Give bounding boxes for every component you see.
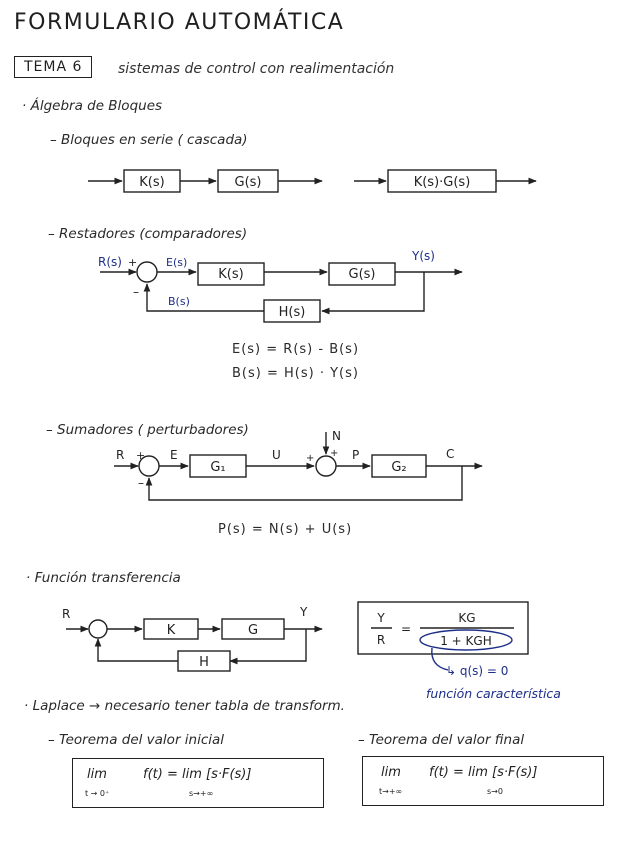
characteristic-label: función característica (426, 686, 561, 701)
sumador-diagram (114, 432, 483, 501)
initial-sub-t: t → 0⁺ (85, 789, 110, 798)
initial-sub-s: s→+∞ (189, 789, 214, 798)
final-value-box: lim f(t) = lim [s·F(s)] t→+∞ s→0 (362, 756, 604, 806)
transfer-formula-box (357, 601, 529, 655)
sumador-disturbance-label: N (332, 429, 341, 443)
restador-plus: + (128, 256, 137, 269)
formula-lhs-den: R (377, 633, 385, 647)
page-title: FORMULARIO AUTOMÁTICA (14, 10, 345, 35)
initial-lim: lim (87, 767, 107, 782)
restador-block-g (328, 262, 396, 286)
heading-transferencia: · Función transferencia (26, 570, 181, 586)
sumador-junction-2 (315, 455, 337, 477)
serie-label-k: K(s) (139, 175, 164, 190)
restador-equation-2: B(s) = H(s) · Y(s) (232, 366, 359, 381)
tema-description: sistemas de control con realimentación (118, 61, 395, 77)
sumador-output-label: C (446, 447, 454, 461)
transfer-output-label: Y (299, 605, 308, 619)
formula-equals: = (401, 622, 411, 636)
restador-label-h: H(s) (279, 305, 306, 320)
final-sub-s: s→0 (487, 787, 503, 796)
heading-serie: – Bloques en serie ( cascada) (50, 132, 248, 148)
transfer-label-k: K (167, 623, 176, 638)
heading-valor-inicial: – Teorema del valor inicial (48, 732, 225, 748)
restador-feedback-signal: B(s) (168, 295, 190, 308)
sumador-input-label: R (116, 448, 124, 462)
transfer-junction (88, 619, 108, 639)
restador-diagram (100, 261, 463, 323)
restador-label-g: G(s) (349, 267, 376, 282)
heading-restadores: – Restadores (comparadores) (48, 226, 248, 242)
transfer-diagram (66, 618, 323, 672)
heading-algebra: · Álgebra de Bloques (22, 98, 163, 114)
heading-sumadores: – Sumadores ( perturbadores) (46, 422, 249, 438)
transfer-input-label: R (62, 607, 70, 621)
restador-output-label: Y(s) (411, 249, 435, 263)
restador-equation-1: E(s) = R(s) - B(s) (232, 342, 360, 357)
formula-rhs-num: KG (458, 611, 475, 625)
restador-label-k: K(s) (218, 267, 243, 282)
heading-laplace: · Laplace → necesario tener tabla de tra… (24, 698, 345, 714)
restador-minus: – (133, 285, 139, 299)
tema-label: TEMA 6 (14, 56, 93, 78)
sumador-plus-2: + (330, 448, 338, 459)
serie-label-combined: K(s)·G(s) (414, 175, 471, 190)
heading-valor-final: – Teorema del valor final (358, 732, 525, 748)
restador-summing-junction (136, 261, 158, 283)
sumador-minus-1: – (138, 476, 144, 490)
sumador-p-label: P (352, 448, 359, 462)
formula-rhs-den: 1 + KGH (440, 634, 492, 648)
sumador-u-label: U (272, 448, 281, 462)
final-lim: lim (381, 765, 401, 780)
sumador-equation: P(s) = N(s) + U(s) (218, 522, 353, 537)
restador-block-k (197, 262, 265, 286)
serie-label-g: G(s) (235, 175, 262, 190)
characteristic-equation: ↳ q(s) = 0 (446, 664, 509, 678)
transfer-label-g: G (248, 623, 258, 638)
final-formula: f(t) = lim [s·F(s)] (429, 765, 538, 780)
sumador-label-g2: G₂ (391, 460, 406, 475)
transfer-label-h: H (199, 655, 209, 670)
serie-diagram (88, 169, 537, 193)
sumador-plus-3: + (306, 453, 314, 464)
formula-lhs-num: Y (376, 611, 385, 625)
initial-formula: f(t) = lim [s·F(s)] (143, 767, 252, 782)
restador-input-label: R(s) (98, 255, 122, 269)
sumador-plus-1: + (136, 449, 145, 462)
restador-error-label: E(s) (166, 256, 187, 269)
initial-value-box: lim f(t) = lim [s·F(s)] t → 0⁺ s→+∞ (72, 758, 324, 808)
final-sub-t: t→+∞ (379, 787, 403, 796)
sumador-error-label: E (170, 448, 178, 462)
sumador-label-g1: G₁ (210, 460, 225, 475)
